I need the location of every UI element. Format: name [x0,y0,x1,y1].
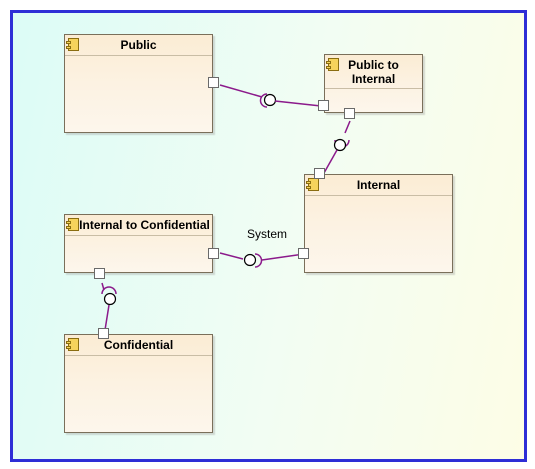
port-internal-top[interactable] [314,168,325,179]
connector-public-socket [219,84,263,98]
component-icon [66,38,79,51]
connector-internal-up-ball [323,149,338,174]
lollipop-ball-confidential-icon [103,292,117,306]
port-public-right[interactable] [208,77,219,88]
component-public-to-internal-name: Public to Internal [325,55,422,89]
socket-system-icon [254,253,263,268]
component-internal-name: Internal [305,175,452,196]
port-pti-left[interactable] [318,100,329,111]
lollipop-ball-internal-up-icon [333,138,347,152]
port-itc-right[interactable] [208,248,219,259]
component-icon [306,178,319,191]
port-itc-bottom[interactable] [94,268,105,279]
connector-layer [101,84,351,331]
component-public[interactable]: Public [64,34,213,133]
port-internal-left[interactable] [298,248,309,259]
component-icon [66,338,79,351]
component-internal[interactable]: Internal [304,174,453,273]
component-icon [326,58,339,71]
connector-public-ball [274,100,322,107]
interface-label-system: System [247,227,288,241]
component-public-to-internal[interactable]: Public to Internal [324,54,423,113]
socket-public-icon [259,93,268,108]
lollipop-ball-system-icon [243,253,257,267]
socket-itc-icon [101,286,117,295]
connector-itc-ball [219,252,244,260]
component-confidential-name: Confidential [65,335,212,356]
port-pti-bottom[interactable] [344,108,355,119]
component-internal-to-confidential-name: Internal to Confidential [65,215,212,236]
component-icon [66,218,79,231]
port-confidential-top[interactable] [98,328,109,339]
component-public-to-internal-name-line: Public to [348,58,399,72]
component-public-to-internal-name-line: Internal [351,72,396,86]
component-confidential[interactable]: Confidential [64,334,213,433]
lollipop-ball-public-to-internal-icon [263,93,277,107]
connector-confidential-ball [104,304,110,331]
diagram-canvas: Public Public to Internal Internal Inter… [10,10,527,462]
connector-pti-socket [344,120,351,134]
component-internal-to-confidential[interactable]: Internal to Confidential [64,214,213,273]
connector-internal-socket [261,253,305,261]
component-public-name: Public [65,35,212,56]
